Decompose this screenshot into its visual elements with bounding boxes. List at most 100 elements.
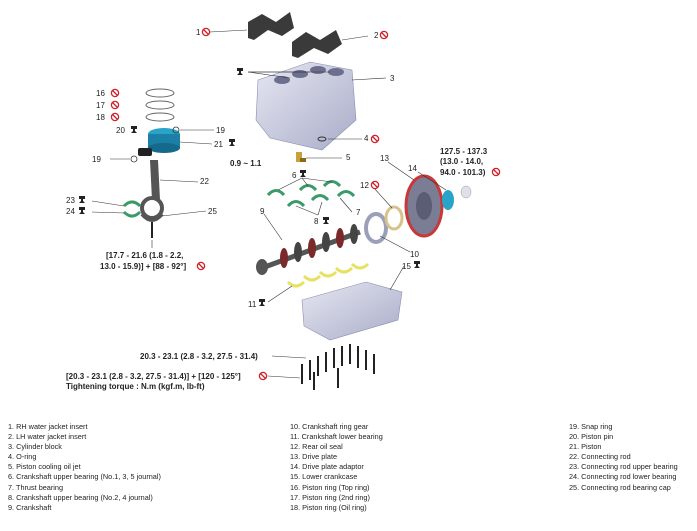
apply-oil-icon <box>79 207 85 214</box>
legend-item: 2. LH water jacket insert <box>8 432 87 442</box>
no-reuse-icon <box>379 30 389 40</box>
legend-item: 19. Snap ring <box>569 422 613 431</box>
callout-12: 12 <box>360 181 369 190</box>
exploded-engine-diagram: 1 2 3 4 5 6 7 8 9 10 11 12 13 14 15 16 1… <box>66 12 501 391</box>
legend-item: 13. Drive plate <box>290 452 338 462</box>
no-reuse-icon <box>110 88 120 98</box>
legend-item: 17. Piston ring (2nd ring) <box>290 492 370 502</box>
legend-column-1: 1. RH water jacket insert 2. LH water ja… <box>8 422 161 513</box>
torque-oil-jet: 0.9 ~ 1.1 <box>230 159 262 168</box>
snap-ring-left <box>130 155 138 163</box>
callout-22: 22 <box>200 177 209 186</box>
piston <box>148 128 180 153</box>
o-ring <box>317 136 327 142</box>
callout-2: 2 <box>374 31 379 40</box>
legend-item: 9. Crankshaft <box>8 502 52 512</box>
legend-item: 5. Piston cooling oil jet <box>8 462 81 472</box>
no-reuse-icon <box>491 167 501 177</box>
apply-oil-icon <box>259 299 265 306</box>
piston-ring-2nd <box>145 100 175 110</box>
callout-24: 24 <box>66 207 75 216</box>
crankshaft-lower-bearings <box>286 262 370 288</box>
callout-23: 23 <box>66 196 75 205</box>
rear-oil-seal <box>384 205 404 231</box>
legend-item: 23. Connecting rod upper bearing <box>569 462 678 472</box>
conrod-lower-bearing <box>122 210 142 218</box>
apply-oil-icon <box>131 126 137 133</box>
piston-ring-top <box>145 88 175 98</box>
callout-19-left: 19 <box>92 155 101 164</box>
snap-ring-right <box>172 126 180 134</box>
legend-item: 11. Crankshaft lower bearing <box>290 432 383 442</box>
torque-main-bolt: [20.3 - 23.1 (2.8 - 3.2, 27.5 - 31.4)] +… <box>66 372 241 381</box>
legend-item: 21. Piston <box>569 442 602 452</box>
callout-19-right: 19 <box>216 126 225 135</box>
torque-conrod-2: 13.0 - 15.9)] + [88 - 92°] <box>100 262 186 271</box>
drive-plate-adaptor <box>442 185 472 210</box>
legend-item: 14. Drive plate adaptor <box>290 462 364 472</box>
parts-legend: 1. RH water jacket insert 2. LH water ja… <box>0 422 697 527</box>
no-reuse-icon <box>196 261 206 271</box>
callout-8: 8 <box>314 217 319 226</box>
callout-25: 25 <box>208 207 217 216</box>
lh-water-jacket-insert <box>292 30 342 58</box>
torque-drive-plate-2: (13.0 - 14.0, <box>440 157 483 166</box>
callout-7: 7 <box>356 208 361 217</box>
crankshaft-ring-gear <box>364 212 388 244</box>
callout-18: 18 <box>96 113 105 122</box>
callout-10: 10 <box>410 250 419 259</box>
apply-oil-icon <box>79 196 85 203</box>
crankshaft-upper-bearings <box>266 180 356 208</box>
callout-5: 5 <box>346 153 351 162</box>
legend-item: 18. Piston ring (Oil ring) <box>290 502 367 512</box>
apply-oil-icon <box>414 261 420 268</box>
callout-14: 14 <box>408 164 417 173</box>
rh-water-jacket-insert <box>248 12 294 40</box>
callout-21: 21 <box>214 140 223 149</box>
torque-units-note: Tightening torque : N.m (kgf.m, lb-ft) <box>66 382 205 391</box>
torque-drive-plate-3: 94.0 - 101.3) <box>440 168 486 177</box>
apply-oil-icon <box>237 68 243 75</box>
apply-oil-icon <box>323 217 329 224</box>
legend-item: 16. Piston ring (Top ring) <box>290 482 370 492</box>
torque-lower-case: 20.3 - 23.1 (2.8 - 3.2, 27.5 - 31.4) <box>140 352 258 361</box>
legend-item: 8. Crankshaft upper bearing (No.2, 4 jou… <box>8 492 153 502</box>
torque-drive-plate-1: 127.5 - 137.3 <box>440 147 488 156</box>
callout-17: 17 <box>96 101 105 110</box>
callout-11: 11 <box>248 300 257 309</box>
legend-item: 10. Crankshaft ring gear <box>290 422 369 431</box>
apply-oil-icon <box>300 170 306 177</box>
legend-item: 4. O-ring <box>8 452 37 462</box>
callout-3: 3 <box>390 74 395 83</box>
callout-1: 1 <box>196 28 201 37</box>
piston-cooling-oil-jet <box>296 152 306 162</box>
legend-item: 15. Lower crankcase <box>290 472 358 482</box>
legend-item: 12. Rear oil seal <box>290 442 343 452</box>
legend-item: 25. Connecting rod bearing cap <box>569 482 671 492</box>
conrod-bearing-cap <box>140 212 164 222</box>
legend-item: 24. Connecting rod lower bearing <box>569 472 677 482</box>
drive-plate <box>404 174 444 238</box>
callout-16: 16 <box>96 89 105 98</box>
callout-9: 9 <box>260 207 265 216</box>
conrod-upper-bearing <box>122 200 142 208</box>
callout-6: 6 <box>292 171 297 180</box>
main-bolts <box>301 344 375 390</box>
piston-pin <box>138 148 152 156</box>
callout-15: 15 <box>402 262 411 271</box>
callout-4: 4 <box>364 134 369 143</box>
piston-ring-oil <box>145 112 175 122</box>
no-reuse-icon <box>110 100 120 110</box>
legend-column-3: 19. Snap ring 20. Piston pin 21. Piston … <box>569 422 678 493</box>
no-reuse-icon <box>110 112 120 122</box>
torque-conrod-1: [17.7 - 21.6 (1.8 - 2.2, <box>106 251 183 260</box>
callout-20: 20 <box>116 126 125 135</box>
legend-item: 22. Connecting rod <box>569 452 631 462</box>
apply-oil-icon <box>229 139 235 146</box>
legend-item: 6. Crankshaft upper bearing (No.1, 3, 5 … <box>8 472 161 482</box>
no-reuse-icon <box>258 371 268 381</box>
no-reuse-icon <box>370 180 380 190</box>
lower-crankcase <box>301 281 403 341</box>
legend-item: 20. Piston pin <box>569 432 614 442</box>
legend-item: 1. RH water jacket insert <box>8 422 88 431</box>
